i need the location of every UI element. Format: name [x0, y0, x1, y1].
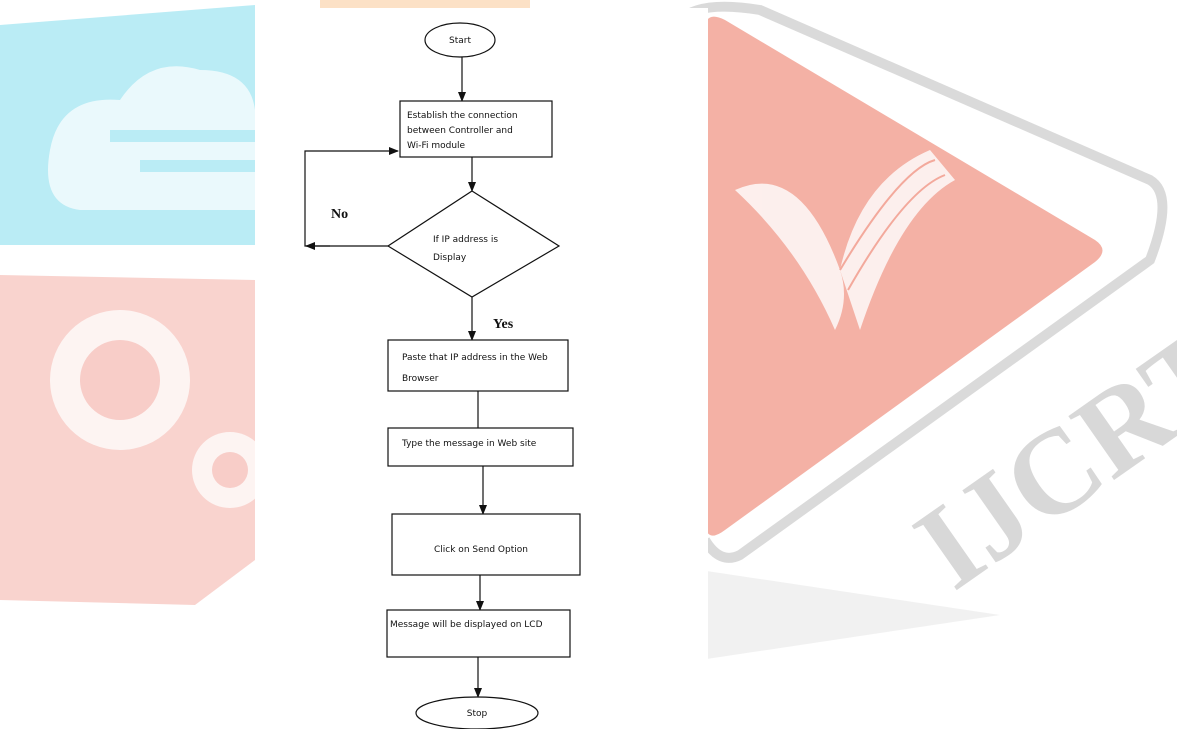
watermark-red-triangle — [705, 16, 1103, 536]
step-paste-line2: Browser — [402, 374, 439, 384]
decision-line1: If IP address is — [433, 235, 498, 245]
step-connect-line1: Establish the connection — [407, 111, 518, 121]
edge-no-loop — [304, 147, 399, 247]
step-connect-line3: Wi-Fi module — [407, 141, 466, 151]
watermark-gray-outline — [676, 1, 1168, 563]
step-type-message — [387, 427, 574, 467]
gear-icon — [50, 310, 268, 508]
start-node — [424, 22, 496, 58]
step-send — [391, 513, 581, 576]
step-display — [386, 609, 571, 658]
step-connect — [399, 100, 553, 158]
step-paste-line1: Paste that IP address in the Web — [402, 353, 548, 363]
start-label: Start — [449, 36, 471, 46]
step-connect-line2: between Controller and — [407, 126, 513, 136]
step-display-label: Message will be displayed on LCD — [390, 620, 543, 630]
flowchart-labels: Start Establish the connection between C… — [331, 36, 548, 719]
step-paste — [387, 339, 569, 392]
book-icon — [735, 150, 955, 330]
flowchart — [304, 22, 581, 729]
step-send-label: Click on Send Option — [434, 545, 528, 555]
decision-line2: Display — [433, 253, 467, 263]
edge-label-no: No — [331, 207, 348, 222]
stop-label: Stop — [467, 709, 488, 719]
stop-node — [415, 696, 539, 729]
step-type-label: Type the message in Web site — [401, 439, 537, 449]
edge-label-yes: Yes — [493, 317, 514, 332]
